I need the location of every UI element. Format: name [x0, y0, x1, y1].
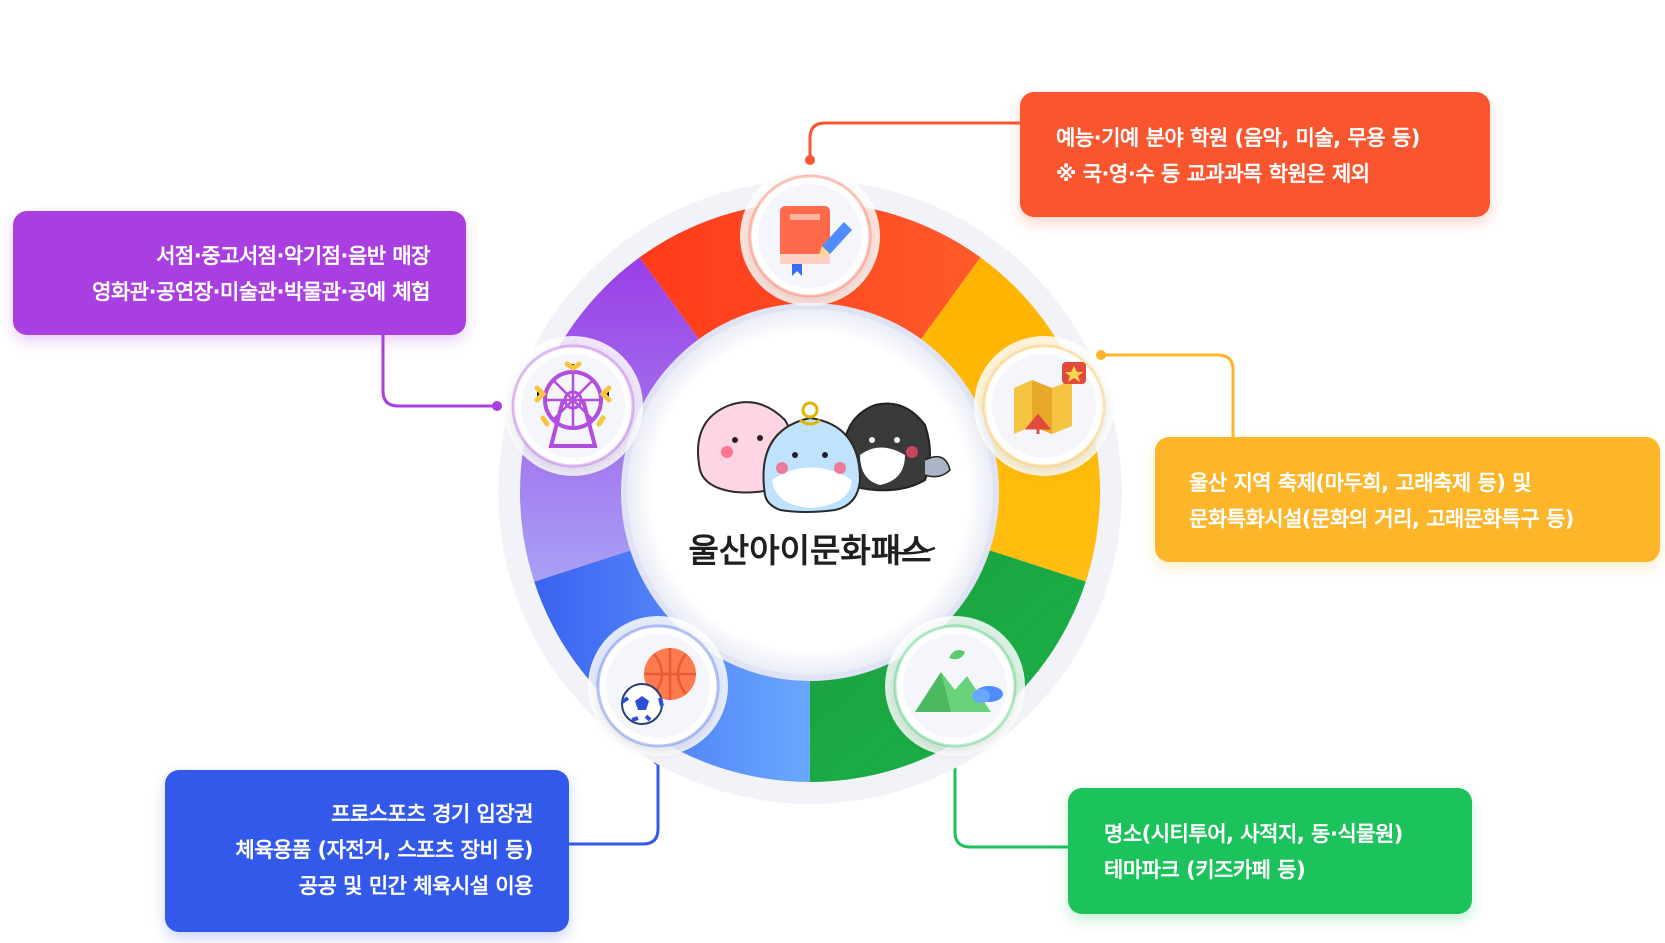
card-sports-line-2: 체육용품 (자전거, 스포츠 장비 등)	[235, 838, 533, 862]
connector-festival	[1101, 353, 1235, 437]
card-tour: 명소(시티투어, 사적지, 동·식물원) 테마파크 (키즈카페 등)	[1068, 788, 1472, 914]
mascot-illustration	[697, 401, 951, 513]
card-culture: 서점·중고서점·악기점·음반 매장 영화관·공연장·미술관·박물관·공예 체험	[13, 211, 466, 335]
book-pencil-icon	[780, 206, 852, 276]
card-festival-line-2: 문화특화시설(문화의 거리, 고래문화특구 등)	[1189, 507, 1574, 531]
connector-tour	[953, 760, 1068, 849]
map-flag-icon	[1014, 362, 1086, 434]
card-festival: 울산 지역 축제(마두희, 고래축제 등) 및 문화특화시설(문화의 거리, 고…	[1155, 437, 1660, 562]
node-sports	[588, 616, 728, 756]
center-logo-text: 울산아이문화패스	[689, 531, 932, 570]
card-tour-line-2: 테마파크 (키즈카페 등)	[1104, 858, 1306, 882]
node-tour	[885, 616, 1025, 756]
ferris-wheel-icon	[534, 361, 612, 448]
card-festival-line-1: 울산 지역 축제(마두희, 고래축제 등) 및	[1189, 471, 1532, 495]
connector-academy	[808, 121, 1020, 160]
sports-balls-icon	[620, 648, 696, 725]
card-sports: 프로스포츠 경기 입장권 체육용품 (자전거, 스포츠 장비 등) 공공 및 민…	[165, 770, 569, 932]
card-academy-line-2: ※ 국·영·수 등 교과과목 학원은 제외	[1056, 162, 1370, 186]
card-academy: 예능·기예 분야 학원 (음악, 미술, 무용 등) ※ 국·영·수 등 교과과…	[1020, 92, 1490, 217]
connector-sports	[569, 760, 660, 846]
node-festival	[974, 336, 1114, 476]
connector-culture	[381, 335, 497, 408]
card-sports-line-3: 공공 및 민간 체육시설 이용	[298, 874, 534, 898]
card-tour-line-1: 명소(시티투어, 사적지, 동·식물원)	[1104, 822, 1403, 846]
card-culture-line-2: 영화관·공연장·미술관·박물관·공예 체험	[92, 280, 430, 304]
mountain-cloud-icon	[915, 650, 1003, 712]
card-academy-line-1: 예능·기예 분야 학원 (음악, 미술, 무용 등)	[1056, 126, 1420, 150]
node-culture	[503, 336, 643, 476]
node-academy	[740, 166, 880, 306]
card-sports-line-1: 프로스포츠 경기 입장권	[331, 802, 533, 826]
card-culture-line-1: 서점·중고서점·악기점·음반 매장	[156, 244, 430, 268]
